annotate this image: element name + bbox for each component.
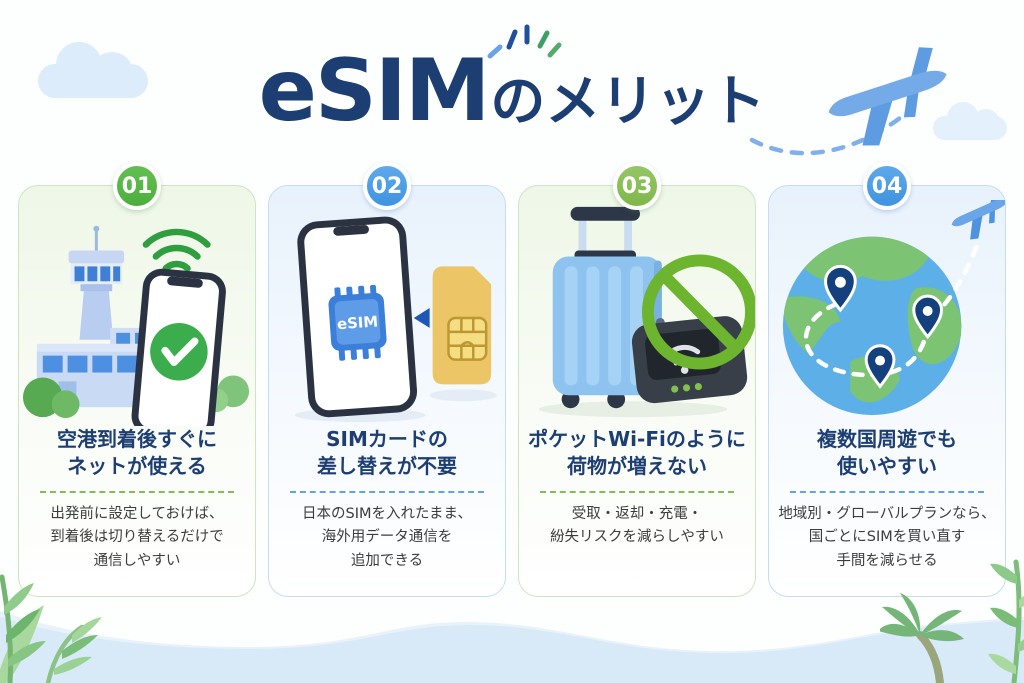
phone-esim-sim-icon: eSIM: [294, 216, 498, 423]
card-title: ポケットWi-Fiのように 荷物が増えない: [528, 427, 746, 478]
card-airport-net: 01: [18, 162, 256, 597]
palm-tree-icon: [880, 593, 964, 683]
location-pin-icon: [824, 264, 944, 389]
card-title: SIMカードの 差し替えが不要: [317, 427, 457, 478]
airplane-icon: [828, 47, 947, 146]
card-multi-country: 04: [768, 162, 1008, 597]
wave-shape: [0, 611, 1024, 683]
cloud-icon: [38, 42, 148, 98]
card-number-badge: 01: [113, 162, 161, 210]
card-no-sim-swap: 02: [268, 162, 506, 597]
card-number-badge: 04: [863, 162, 911, 210]
plant-icon: [988, 559, 1024, 683]
esim-swap-illustration: eSIM: [269, 200, 505, 426]
airport-tower-and-phone-illustration: [19, 200, 255, 439]
wifi-icon: [142, 228, 211, 272]
cloud-icon: [933, 102, 1007, 140]
card-body: 出発前に設定しておけば、 到着後は切り替えるだけで 通信しやすい: [50, 506, 224, 569]
page-title: eSIM のメリット: [0, 48, 1024, 158]
page-title-latin: eSIM: [258, 41, 491, 141]
dashed-divider: [290, 491, 484, 493]
card-body: 日本のSIMを入れたまま、 海外用データ通信を 追加できる: [302, 506, 472, 569]
card-title: 空港到着後すぐに ネットが使える: [57, 427, 217, 478]
esim-chip-icon: eSIM: [328, 284, 387, 361]
card-number-badge: 03: [613, 162, 661, 210]
no-sign-icon: [641, 254, 757, 370]
page-title-suffix: のメリット: [490, 69, 766, 133]
globe-illustration: [769, 187, 1008, 426]
dashed-flight-path: [749, 107, 913, 156]
sparkle-icon: [487, 24, 562, 59]
sim-card-icon: [432, 266, 492, 385]
card-body: 地域別・グローバルプランなら、 国ごとにSIMを買い直す 手間を減らせる: [778, 506, 996, 569]
card-body: 受取・返却・充電・ 紛失リスクを減らしやすい: [550, 506, 724, 546]
no-pocket-wifi-illustration: [519, 200, 757, 426]
leaves-icon: [0, 574, 102, 683]
phone-check-icon: [131, 268, 226, 439]
dashed-divider: [540, 491, 734, 493]
card-less-luggage: 03: [518, 162, 757, 597]
dashed-divider: [40, 491, 234, 493]
card-title: 複数国周遊でも 使いやすい: [817, 427, 957, 478]
dashed-divider: [790, 491, 984, 493]
check-icon: [150, 323, 208, 381]
airport-phone-check-icon: [22, 225, 250, 439]
esim-chip-label: eSIM: [336, 312, 378, 333]
card-number-badge: 02: [363, 162, 411, 210]
benefit-cards: 01: [18, 162, 1008, 597]
suitcase-router-no-sign-icon: [538, 206, 757, 418]
airplane-icon: [951, 187, 1008, 240]
globe-pins-plane-icon: [782, 187, 1008, 416]
